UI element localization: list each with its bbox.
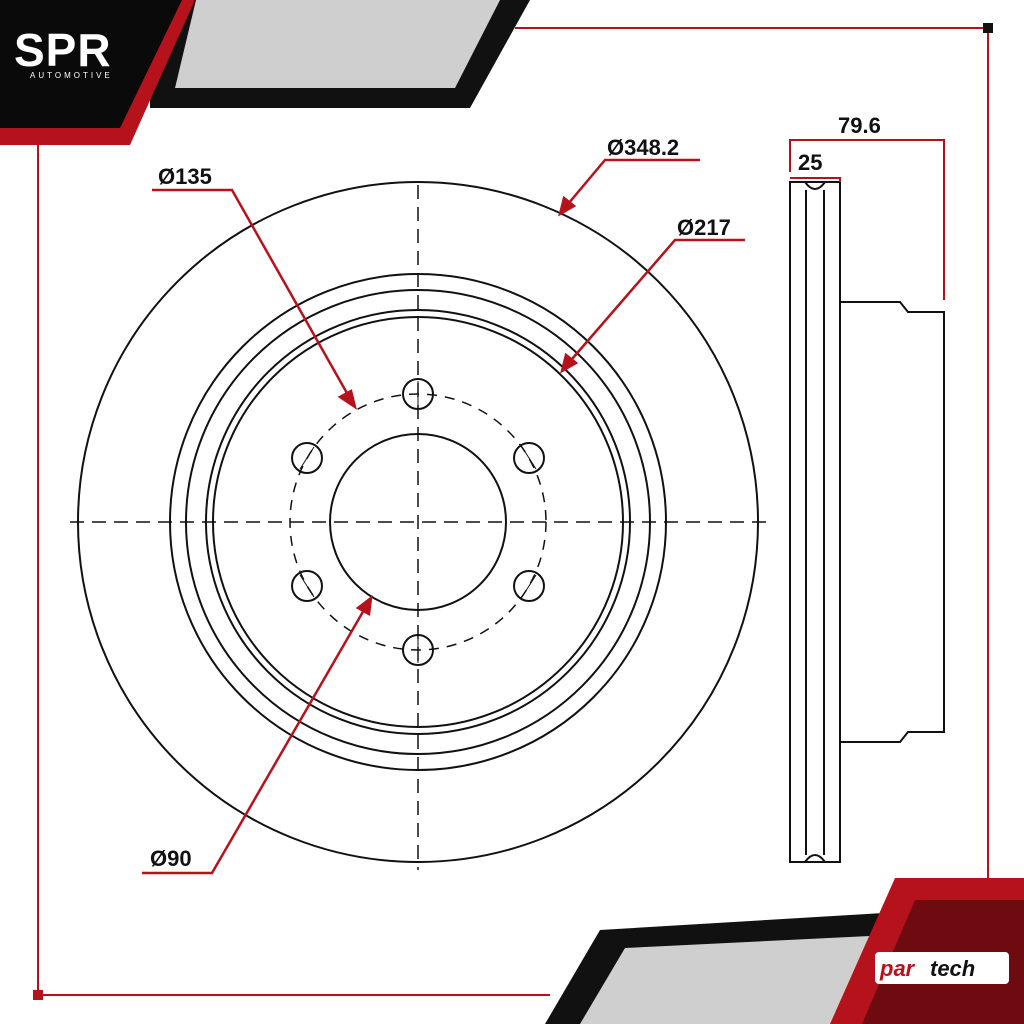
- bolt-hole: [513, 570, 545, 602]
- bolt-circle-label: Ø135: [158, 164, 212, 189]
- side-hat: [840, 301, 945, 743]
- bolt-hole: [291, 570, 323, 602]
- thickness-label: 25: [798, 150, 822, 175]
- friction-ring-inner: [169, 273, 667, 771]
- total-height-dimension: [789, 139, 945, 300]
- side-friction-ring: [789, 181, 841, 863]
- frame-corner-marker: [983, 23, 993, 33]
- disc-outer-edge: [77, 181, 759, 863]
- disc-front-view: [70, 181, 770, 870]
- center-bore: [329, 433, 507, 611]
- total-height-label: 79.6: [838, 113, 881, 138]
- spr-logo-text: SPR: [14, 24, 112, 76]
- leaders: [142, 158, 745, 875]
- hat-step-outer: [205, 309, 631, 735]
- bolt-hole-centermarks: [299, 381, 537, 663]
- thickness-dimension: [790, 177, 841, 182]
- side-top-notch: [804, 181, 826, 190]
- frame-corner-marker: [33, 990, 43, 1000]
- bolt-holes: [291, 378, 545, 666]
- frame: [37, 27, 989, 996]
- bolt-hole: [402, 634, 434, 666]
- top-banner: SPR AUTOMOTIVE: [0, 0, 530, 145]
- disc-side-view: [789, 181, 945, 863]
- partech-logo-badge: [875, 952, 1009, 984]
- bolt-hole: [291, 442, 323, 474]
- center-bore-label: Ø90: [150, 846, 192, 871]
- side-bottom-notch: [804, 854, 826, 863]
- outer-diameter-label: Ø348.2: [607, 135, 679, 160]
- partech-logo-part2: tech: [930, 956, 975, 981]
- inner-diameter-label: Ø217: [677, 215, 731, 240]
- partech-logo-part1: par: [879, 956, 916, 981]
- bolt-hole: [513, 442, 545, 474]
- spr-logo-subtext: AUTOMOTIVE: [30, 71, 113, 80]
- dimension-labels: Ø348.2 Ø217 Ø135 Ø90: [150, 135, 731, 871]
- bottom-banner: par tech: [545, 878, 1024, 1024]
- bolt-hole: [402, 378, 434, 410]
- hat-outer: [185, 289, 651, 755]
- hat-step-inner: [212, 316, 624, 728]
- side-dimensions: [789, 139, 945, 300]
